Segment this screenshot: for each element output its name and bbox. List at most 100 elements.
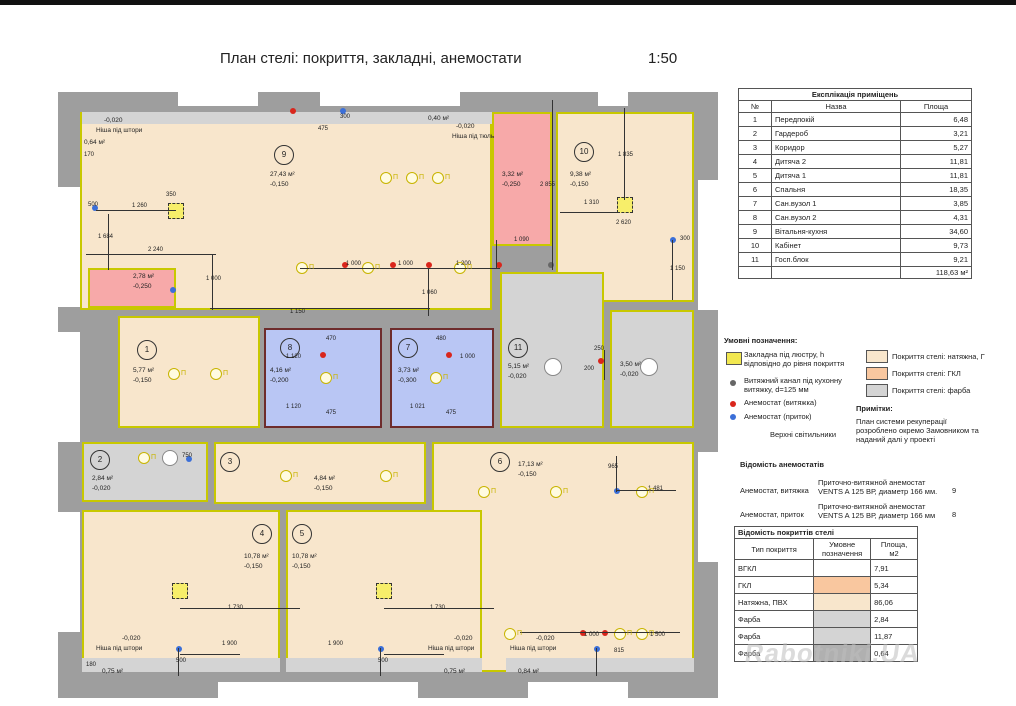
dim-label: 2 620 (616, 220, 632, 226)
dim-label: 1 000 (346, 261, 362, 267)
room-number: 1 (137, 340, 157, 360)
room-number: 2 (90, 450, 110, 470)
explication-cell-name: Передпокій (771, 112, 901, 127)
window-opening (598, 92, 628, 106)
covering-swatch (813, 593, 872, 611)
dim-label: 180 (86, 662, 97, 668)
room-area: 10,78 м² (292, 553, 317, 560)
dimension-line (180, 654, 240, 655)
dim-label: 350 (166, 192, 177, 198)
dimension-line (520, 632, 680, 633)
niche-level: -0,020 (456, 123, 475, 130)
anemostat-exhaust (320, 352, 326, 358)
supply-swatch (730, 414, 736, 420)
explication-cell-n: 2 (738, 126, 772, 141)
window-opening (58, 187, 80, 307)
dim-label: 500 (378, 658, 389, 664)
explication-cell-name: Сан.вузол 2 (771, 210, 901, 225)
dimension-line (672, 240, 673, 300)
room-area: 4,16 м² (270, 367, 292, 374)
light-mark: П (293, 472, 299, 479)
covering-area: 86,06 (870, 593, 918, 611)
anemostat-desc: Приточно-витяжной анемостат VENTS A 125 … (818, 478, 938, 496)
ceiling-light (432, 172, 444, 184)
dimension-line (604, 350, 605, 380)
dim-label: 300 (340, 114, 351, 120)
dimension-line (616, 456, 617, 492)
niche-label: Ніша під штори (428, 645, 475, 652)
kitchen-exhaust-channel (548, 262, 554, 268)
ceiling-light (320, 372, 332, 384)
room-number: 10 (574, 142, 594, 162)
dim-label: 815 (614, 648, 625, 654)
explication-cell-area: 18,35 (900, 182, 972, 197)
room-number: 11 (508, 338, 528, 358)
light-mark: П (445, 174, 451, 181)
room-number: 9 (274, 145, 294, 165)
explication-cell-n: 7 (738, 196, 772, 211)
niche-level: -0,020 (104, 117, 123, 124)
dimension-line (108, 214, 109, 270)
anemostat-exhaust (496, 262, 502, 268)
legend-item: Анемостат (приток) (744, 412, 812, 421)
col-symbol: Умовне позначення (813, 538, 872, 560)
dim-label: 1 090 (514, 237, 530, 243)
covering-area: 7,91 (870, 559, 918, 577)
room-level: -0,020 (508, 373, 527, 380)
legend-item: Покриття стелі: фарба (892, 386, 971, 395)
dimension-line (428, 268, 429, 316)
room-number: 3 (220, 452, 240, 472)
light-mark: П (151, 454, 157, 461)
dimension-line (552, 100, 553, 270)
paint-strip (82, 112, 492, 124)
dim-label: 500 (176, 658, 187, 664)
room-area: 3,73 м² (398, 367, 420, 374)
room-level: -0,150 (292, 563, 311, 570)
explication-cell-area: 6,48 (900, 112, 972, 127)
light-mark: П (223, 370, 229, 377)
anemostat-exhaust (598, 358, 604, 364)
light-mark: П (649, 630, 655, 637)
dimension-line (496, 240, 497, 268)
room-number: 4 (252, 524, 272, 544)
window-opening (320, 92, 460, 106)
light-mark: П (649, 488, 655, 495)
room-level: -0,020 (620, 371, 639, 378)
niche-label: Ніша під штори (96, 645, 143, 652)
col-num: № (738, 100, 772, 113)
light-mark: П (181, 370, 187, 377)
anemostat-qty: 8 (952, 510, 957, 519)
explication-cell-area: 3,85 (900, 196, 972, 211)
room-number: 8 (280, 338, 300, 358)
light-mark: П (375, 264, 381, 271)
dimension-line (86, 254, 216, 255)
col-area: Площа, м2 (870, 538, 918, 560)
legend-item: Закладна під люстру, h відповідно до рів… (744, 350, 845, 368)
room-level: -0,150 (244, 563, 263, 570)
explication-cell-n: 8 (738, 210, 772, 225)
dim-label: 1 021 (410, 404, 426, 410)
explication-cell-name: Коридор (771, 140, 901, 155)
anemostat-supply (340, 108, 346, 114)
anemostat-supply (92, 205, 98, 211)
dim-label: 1 500 (650, 632, 666, 638)
room-level: -0,150 (518, 471, 537, 478)
room-number: 7 (398, 338, 418, 358)
anemostat-exhaust (390, 262, 396, 268)
ceiling-light (504, 628, 516, 640)
dimension-line (560, 212, 620, 213)
gkl-swatch (866, 367, 888, 380)
chandelier-anchor (617, 197, 633, 213)
explication-cell-name: Дитяча 1 (771, 168, 901, 183)
ceiling-light (614, 628, 626, 640)
